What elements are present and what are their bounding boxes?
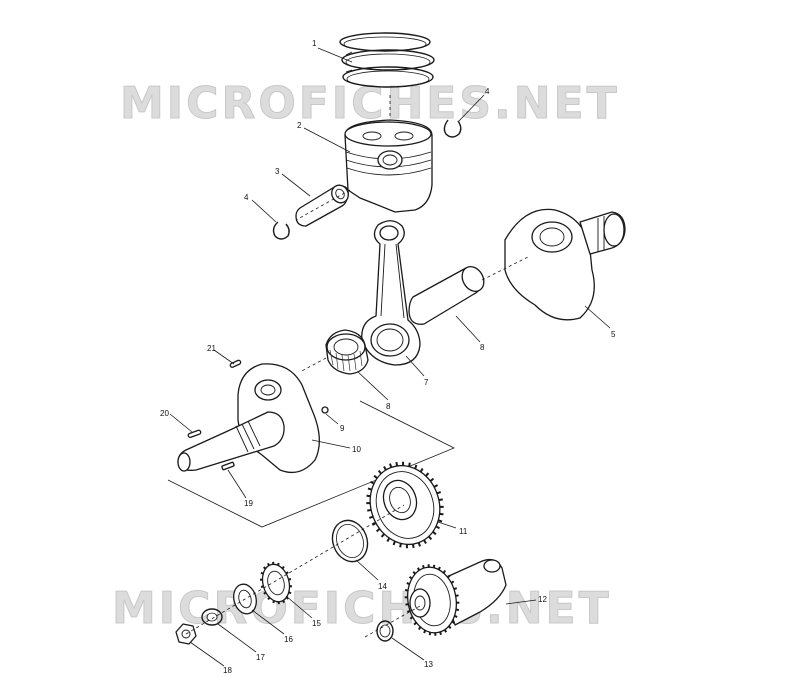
callout-2: 2 <box>297 121 302 130</box>
crank-half-left <box>177 363 320 474</box>
axis-balancer <box>364 605 421 638</box>
callout-19: 19 <box>244 499 253 508</box>
needle-bearing <box>325 329 369 375</box>
connecting-rod <box>361 220 421 366</box>
callout-20: 20 <box>160 409 169 418</box>
dowel-pin-lower <box>187 429 202 439</box>
callout-1: 1 <box>312 39 317 48</box>
callout-21: 21 <box>207 344 216 353</box>
callout-8-bearing: 8 <box>386 402 391 411</box>
callout-17: 17 <box>256 653 265 662</box>
circlip-right <box>443 119 462 138</box>
circlip-left <box>272 221 290 240</box>
callout-16: 16 <box>284 635 293 644</box>
callout-14: 14 <box>378 582 387 591</box>
piston <box>344 119 433 213</box>
assembly-bracket <box>167 400 455 528</box>
callout-4-left: 4 <box>244 193 249 202</box>
callout-15: 15 <box>312 619 321 628</box>
callout-11: 11 <box>459 527 468 536</box>
callout-3: 3 <box>275 167 280 176</box>
drive-gear-teeth <box>259 561 293 605</box>
axis-gears <box>185 504 405 635</box>
callout-5: 5 <box>611 330 616 339</box>
callout-10: 10 <box>352 445 361 454</box>
callout-labels: 1 2 3 4 4 5 7 8 8 9 10 11 12 13 14 15 16… <box>160 39 616 675</box>
spacer-ring <box>331 519 369 563</box>
dowel-pin-upper <box>229 359 242 368</box>
leader-lines <box>169 47 611 667</box>
crank-pin <box>408 266 485 325</box>
watermark-bottom: MICROFICHES.NET <box>112 583 612 634</box>
crank-gear <box>369 465 441 545</box>
piston-rings <box>339 32 435 88</box>
crank-gear-teeth <box>366 461 444 549</box>
callout-18: 18 <box>223 666 232 675</box>
axis-crank <box>299 255 531 373</box>
callout-9: 9 <box>340 424 345 433</box>
callout-8-pin: 8 <box>480 343 485 352</box>
crank-half-right <box>504 208 626 321</box>
callout-4-right: 4 <box>485 87 490 96</box>
callout-12: 12 <box>538 595 547 604</box>
washer-13 <box>376 620 394 642</box>
woodruff-key <box>221 461 235 471</box>
axis-piston <box>295 95 391 221</box>
crank-plug <box>321 406 329 414</box>
piston-pin <box>295 184 349 227</box>
callout-7: 7 <box>424 378 429 387</box>
washer-17 <box>201 608 223 626</box>
callout-13: 13 <box>424 660 433 669</box>
balancer-gear-teeth <box>404 564 460 636</box>
